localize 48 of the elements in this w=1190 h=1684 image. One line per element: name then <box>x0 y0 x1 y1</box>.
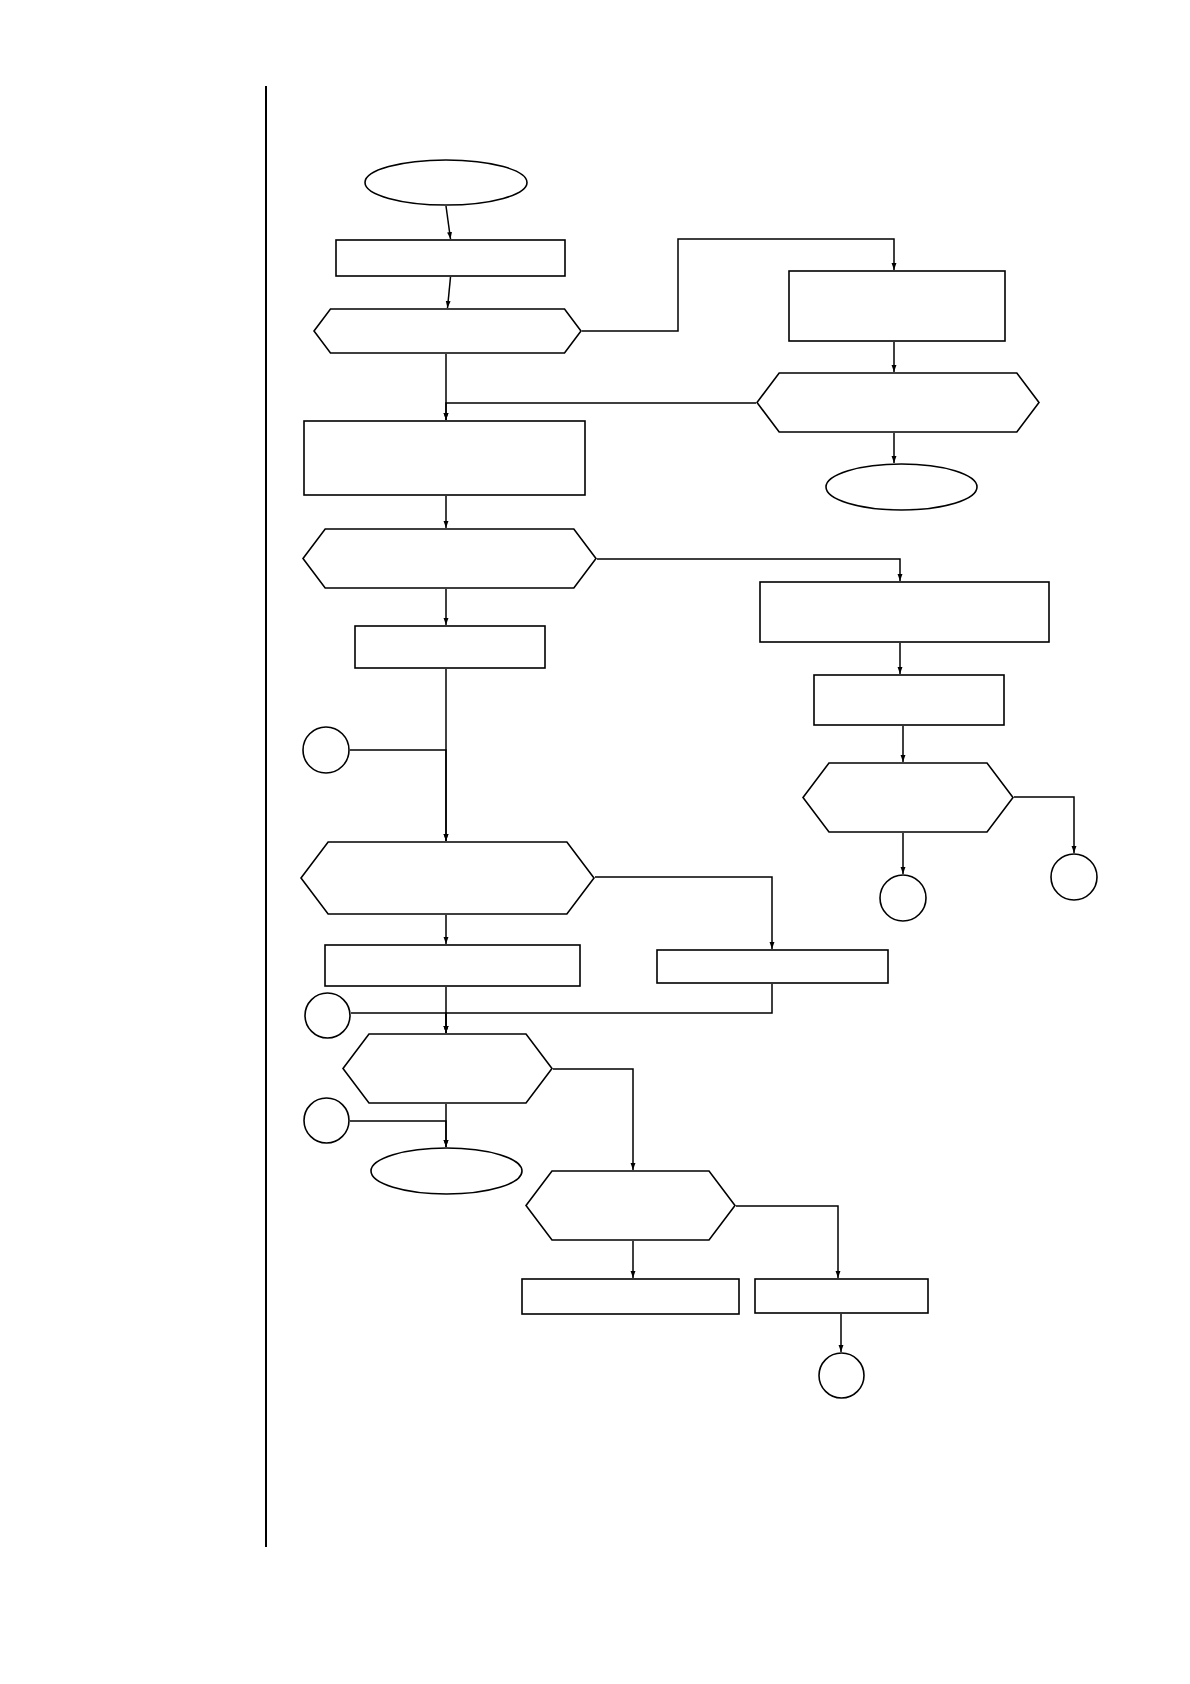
terminal-oval <box>364 159 528 206</box>
arrow <box>445 205 452 240</box>
arrow <box>838 1313 844 1353</box>
process-box <box>656 949 889 984</box>
process-box <box>521 1278 740 1315</box>
arrow <box>445 276 452 309</box>
arrow <box>349 1120 449 1148</box>
arrow <box>443 495 449 529</box>
arrow <box>581 238 897 332</box>
connector-circle <box>1050 853 1098 901</box>
arrow <box>594 876 775 950</box>
decision-hexagon <box>756 372 1040 433</box>
arrow <box>1013 796 1077 854</box>
arrow <box>443 914 449 945</box>
decision-hexagon <box>302 528 597 589</box>
arrow <box>900 832 906 875</box>
connector-circle <box>304 992 351 1039</box>
decision-hexagon <box>802 762 1014 833</box>
terminal-oval <box>825 463 978 511</box>
connector-circle <box>879 874 927 922</box>
arrow <box>443 353 449 421</box>
arrow <box>900 725 906 763</box>
process-box <box>354 625 546 669</box>
decision-hexagon <box>342 1033 553 1104</box>
arrow <box>630 1240 636 1279</box>
process-box <box>335 239 566 277</box>
decision-hexagon <box>313 308 582 354</box>
process-box <box>788 270 1006 342</box>
process-box <box>754 1278 929 1314</box>
arrow <box>735 1205 841 1279</box>
connector-circle <box>303 1097 350 1144</box>
process-box <box>759 581 1050 643</box>
arrow <box>596 558 903 582</box>
arrow <box>552 1068 636 1171</box>
decision-hexagon <box>300 841 595 915</box>
arrow <box>891 341 897 373</box>
connector-circle <box>302 726 350 774</box>
process-box <box>303 420 586 496</box>
arrow <box>349 749 449 842</box>
decision-hexagon <box>525 1170 736 1241</box>
arrow <box>350 1012 449 1034</box>
terminal-oval <box>370 1147 523 1195</box>
arrow <box>897 642 903 675</box>
connector-circle <box>818 1352 865 1399</box>
process-box <box>813 674 1005 726</box>
arrow <box>891 432 897 464</box>
process-box <box>324 944 581 987</box>
arrow <box>443 588 449 626</box>
